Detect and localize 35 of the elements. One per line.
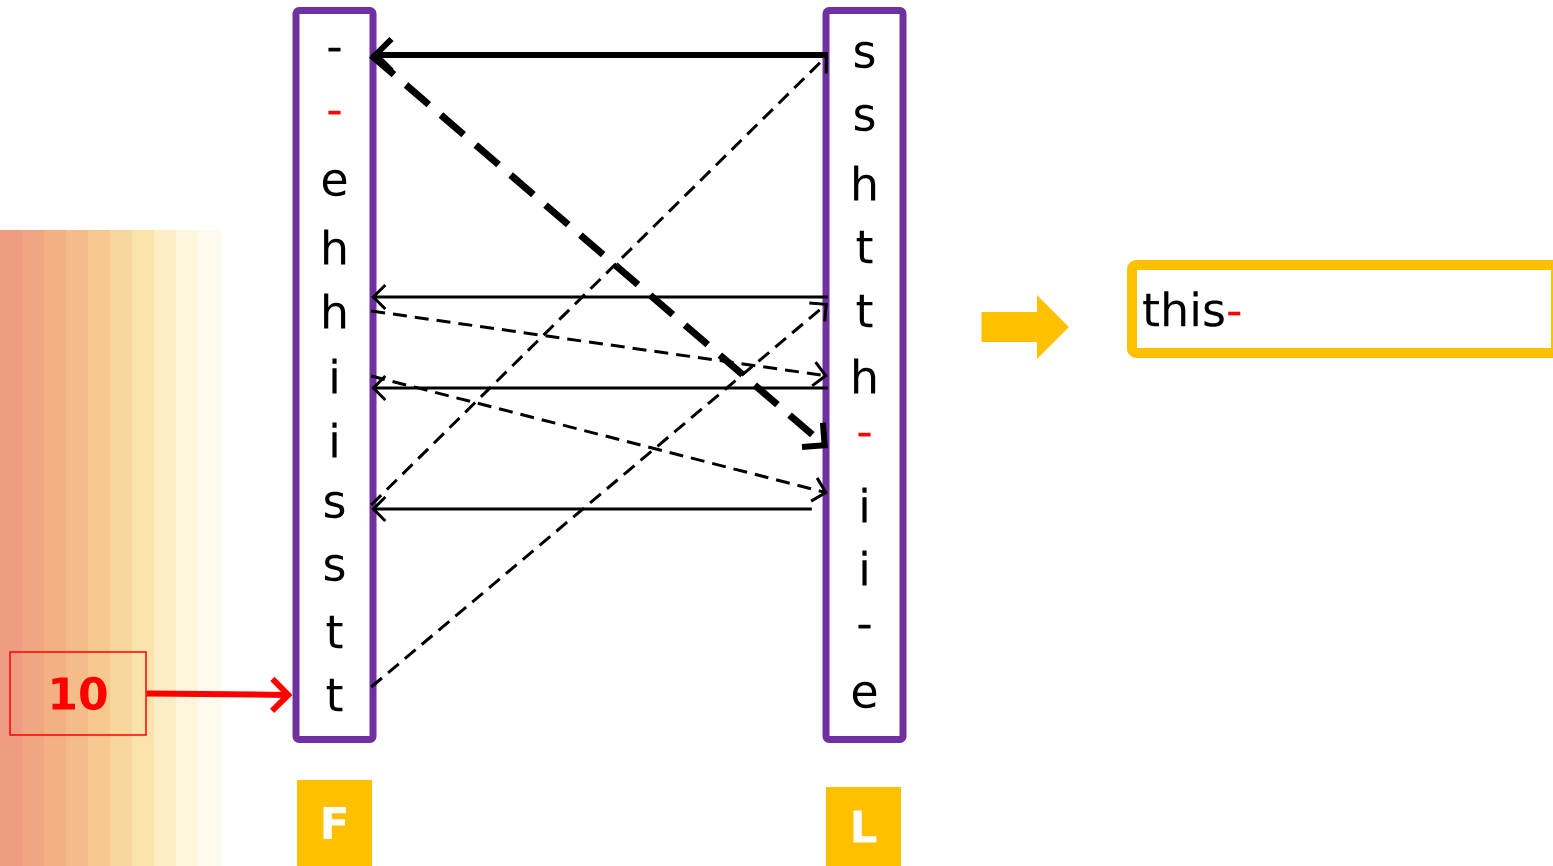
letter: s xyxy=(325,554,345,582)
letter: - xyxy=(328,110,341,115)
arrow xyxy=(371,309,828,388)
letter: s xyxy=(855,41,875,69)
letter: e xyxy=(852,681,877,709)
letter: i xyxy=(332,422,337,458)
arrow xyxy=(371,495,812,523)
output-box: this- xyxy=(1127,260,1553,358)
letter: h xyxy=(854,358,876,394)
column-box xyxy=(822,7,907,743)
arrow xyxy=(370,301,828,689)
letter: h xyxy=(854,165,876,201)
letter: - xyxy=(328,47,341,52)
number-box: 10 xyxy=(9,651,147,736)
letter: h xyxy=(324,293,346,329)
letter: h xyxy=(324,229,346,265)
arrow xyxy=(371,374,828,402)
arrow xyxy=(146,676,293,713)
letter: s xyxy=(325,491,345,519)
letter: t xyxy=(856,230,873,264)
letter: t xyxy=(856,294,873,328)
letter: i xyxy=(332,358,337,394)
label-square: L xyxy=(826,787,901,866)
letter: - xyxy=(858,624,871,629)
letter: i xyxy=(862,487,867,523)
letter: - xyxy=(858,432,871,437)
arrow xyxy=(371,283,828,311)
arrow xyxy=(370,374,828,503)
label-square: F xyxy=(297,780,372,866)
letter: s xyxy=(855,104,875,132)
letter: i xyxy=(862,550,867,586)
letter: t xyxy=(326,678,343,712)
letter: e xyxy=(322,169,347,197)
letter: t xyxy=(326,615,343,649)
column-box xyxy=(292,7,377,743)
